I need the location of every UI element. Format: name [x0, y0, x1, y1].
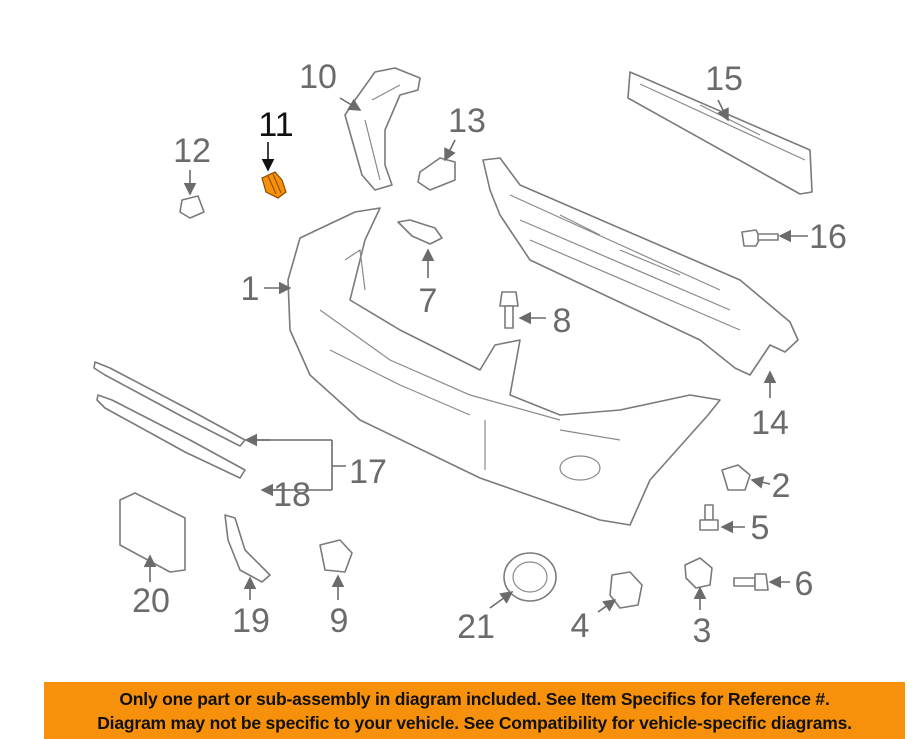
part-10-bracket [344, 67, 421, 191]
leader-lines [143, 97, 808, 613]
callout-17: 17 [349, 453, 387, 491]
part-13-bracket [417, 157, 456, 191]
callout-11: 11 [258, 106, 293, 144]
callout-13: 13 [448, 102, 486, 140]
part-18-molding [96, 394, 246, 479]
part-4-bracket [609, 571, 643, 609]
part-19-grille-insert [224, 514, 271, 583]
disclaimer-line-1: Only one part or sub-assembly in diagram… [119, 688, 830, 709]
part-16-bolt [741, 229, 779, 247]
part-17-molding [93, 361, 246, 447]
callout-20: 20 [132, 582, 170, 620]
callout-12: 12 [173, 132, 211, 170]
callout-4: 4 [571, 607, 590, 645]
part-2-clip [721, 464, 751, 491]
disclaimer-line-2: Diagram may not be specific to your vehi… [97, 712, 852, 733]
part-12-clip [179, 195, 205, 219]
part-21-fog-cover [503, 552, 557, 602]
part-7-bracket [397, 219, 443, 245]
callout-1: 1 [241, 270, 260, 308]
part-3-clip [684, 557, 713, 589]
part-15-impact-bar [627, 71, 813, 195]
callout-19: 19 [232, 602, 270, 640]
callout-7: 7 [419, 282, 438, 320]
callout-6: 6 [795, 565, 814, 603]
callout-5: 5 [751, 509, 770, 547]
part-20-plate [119, 492, 186, 573]
part-5-bolt [699, 504, 719, 531]
callout-3: 3 [693, 612, 712, 650]
callout-18: 18 [273, 476, 311, 514]
part-8-bolt [499, 291, 519, 329]
part-6-bolt [733, 573, 769, 591]
part-9-bracket [319, 539, 353, 573]
callout-2: 2 [772, 467, 791, 505]
part-14-absorber [482, 157, 799, 376]
callout-9: 9 [330, 602, 349, 640]
part-1-bumper-cover [287, 207, 721, 526]
callout-10: 10 [299, 58, 337, 96]
callout-16: 16 [809, 218, 847, 256]
callout-15: 15 [705, 60, 743, 98]
disclaimer-banner: Only one part or sub-assembly in diagram… [44, 682, 905, 739]
callout-8: 8 [553, 302, 572, 340]
callout-14: 14 [751, 404, 789, 442]
part-11-highlighted [261, 171, 287, 199]
callout-21: 21 [457, 608, 495, 646]
